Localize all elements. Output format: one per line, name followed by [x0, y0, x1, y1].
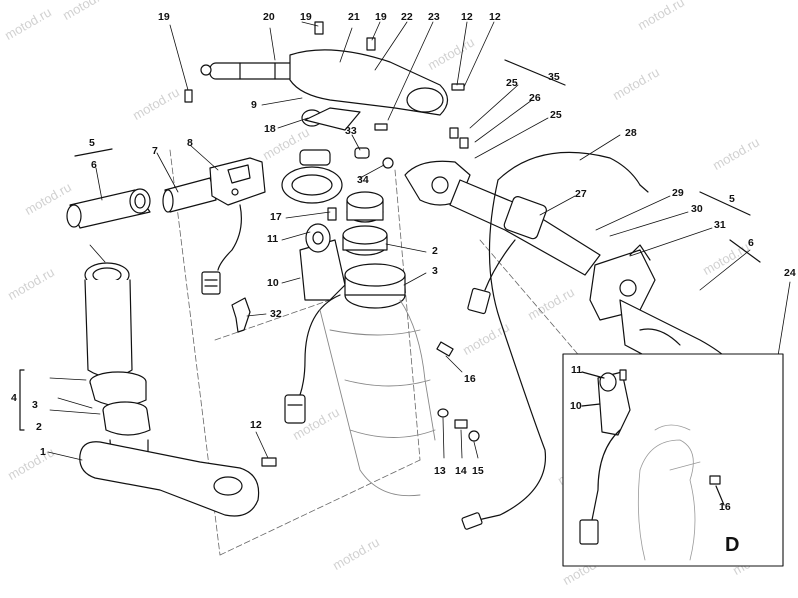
- callout-label: 19: [375, 11, 387, 23]
- callout-label: 24: [784, 267, 796, 279]
- callout-label: 10: [570, 400, 582, 412]
- callout-label: 33: [345, 125, 357, 137]
- leader-lines: [47, 21, 791, 461]
- group-lines: [74, 59, 761, 263]
- right-connector: [467, 239, 516, 315]
- callout-label: 15: [472, 465, 484, 477]
- callout-label: 26: [529, 92, 541, 104]
- inset-letter: D: [725, 534, 740, 556]
- top-clamp: [289, 49, 449, 131]
- callout-label: 16: [719, 501, 731, 513]
- bolts-top: [184, 21, 469, 169]
- key: [231, 297, 251, 333]
- right-handlebar: [449, 179, 601, 276]
- callout-label: 11: [571, 364, 583, 376]
- callout-label: 27: [575, 188, 587, 200]
- callout-label: 5: [89, 137, 95, 149]
- callout-label: 12: [461, 11, 473, 23]
- callout-label: 10: [267, 277, 279, 289]
- callout-label: 3: [432, 265, 438, 277]
- callout-label: 23: [428, 11, 440, 23]
- callout-label: 19: [158, 11, 170, 23]
- left-switch: [201, 157, 266, 295]
- callout-label: 20: [263, 11, 275, 23]
- callout-label: 5: [729, 193, 735, 205]
- group-bracket: [19, 369, 25, 431]
- callout-label: 29: [672, 187, 684, 199]
- callout-label: 30: [691, 203, 703, 215]
- bottom-yoke: [79, 441, 277, 517]
- callout-label: 32: [270, 308, 282, 320]
- callout-label: 22: [401, 11, 413, 23]
- callout-label: 17: [270, 211, 282, 223]
- ignition-switch: [284, 207, 346, 424]
- callout-label: 6: [748, 237, 754, 249]
- callout-label: 9: [251, 99, 257, 111]
- callout-label: 1: [40, 446, 46, 458]
- left-handlebar: [162, 177, 217, 213]
- inset-box: [562, 353, 784, 567]
- steering-head: [342, 191, 406, 309]
- callout-label: 13: [434, 465, 446, 477]
- callout-label: 18: [264, 123, 276, 135]
- callout-label: 14: [455, 465, 467, 477]
- callout-label: 31: [714, 219, 726, 231]
- callout-label: 6: [91, 159, 97, 171]
- callout-label: 12: [250, 419, 262, 431]
- callout-label: 4: [11, 392, 17, 404]
- callout-label: 2: [432, 245, 438, 257]
- frame-sketch: [319, 299, 436, 497]
- small-hardware: [436, 341, 480, 442]
- callout-label: 16: [464, 373, 476, 385]
- throttle-cable: [461, 151, 649, 530]
- callout-label: 12: [489, 11, 501, 23]
- callout-label: 21: [348, 11, 360, 23]
- left-grip: [66, 188, 151, 229]
- callout-label: 25: [506, 77, 518, 89]
- callout-label: 2: [36, 421, 42, 433]
- callout-label: 25: [550, 109, 562, 121]
- callout-label: 11: [267, 233, 279, 245]
- callout-label: 7: [152, 145, 158, 157]
- callout-label: 3: [32, 399, 38, 411]
- callout-label: 8: [187, 137, 193, 149]
- callout-label: 28: [625, 127, 637, 139]
- callout-label: 35: [548, 71, 560, 83]
- callout-label: 34: [357, 174, 369, 186]
- callout-label: 19: [300, 11, 312, 23]
- fork-tube: [84, 262, 151, 471]
